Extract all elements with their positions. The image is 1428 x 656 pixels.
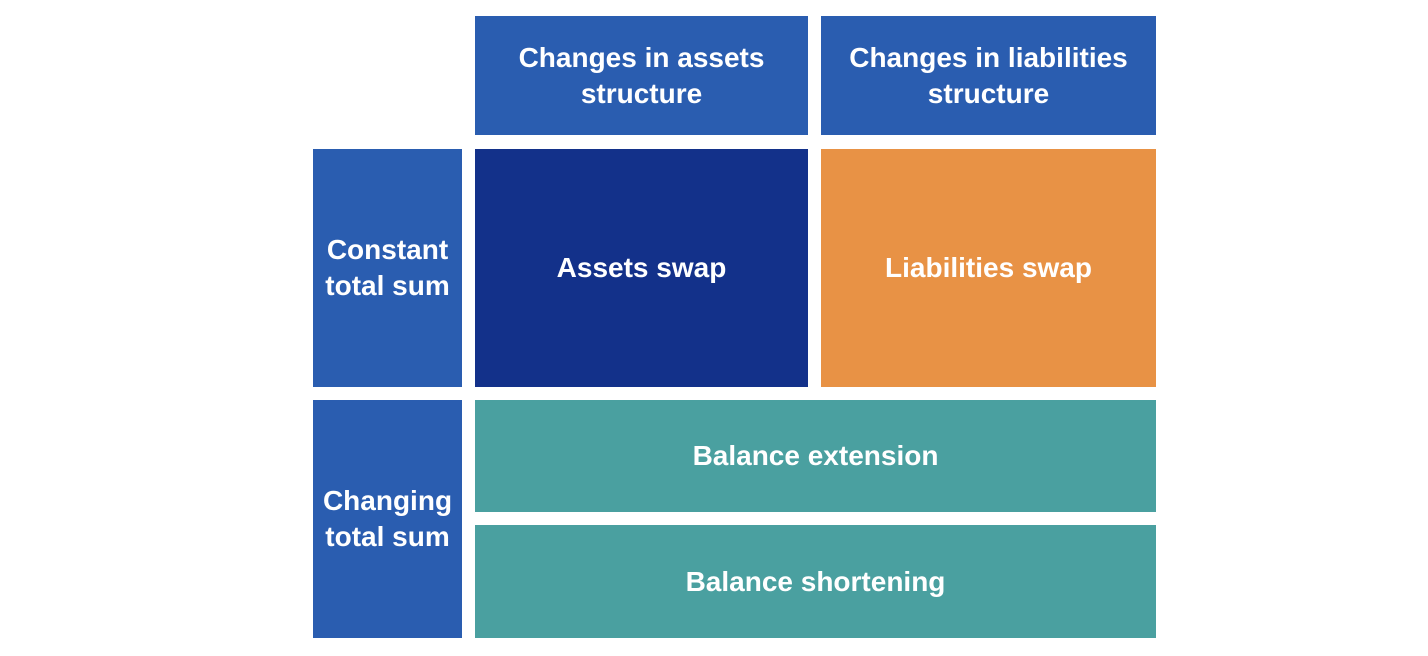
row-header-changing-label: Changing total sum	[322, 485, 453, 552]
column-header-assets: Changes in assets structure	[475, 16, 808, 135]
cell-liabilities-swap: Liabilities swap	[821, 149, 1156, 387]
cell-assets-swap: Assets swap	[475, 149, 808, 387]
cell-assets-swap-label: Assets swap	[556, 252, 727, 283]
cell-liabilities-swap-label: Liabilities swap	[885, 252, 1092, 283]
cell-balance-extension-label: Balance extension	[692, 440, 939, 471]
row-header-constant: Constant total sum	[313, 149, 462, 387]
column-header-liabilities-label: Changes in liabilities structure	[849, 41, 1128, 109]
column-header-liabilities: Changes in liabilities structure	[821, 16, 1156, 135]
cell-balance-shortening-label: Balance shortening	[685, 565, 946, 597]
column-header-assets-label: Changes in assets structure	[518, 41, 765, 109]
row-header-changing: Changing total sum	[313, 400, 462, 638]
cell-balance-shortening: Balance shortening	[475, 525, 1156, 638]
row-header-constant-label: Constant total sum	[325, 234, 450, 301]
cell-balance-extension: Balance extension	[475, 400, 1156, 512]
